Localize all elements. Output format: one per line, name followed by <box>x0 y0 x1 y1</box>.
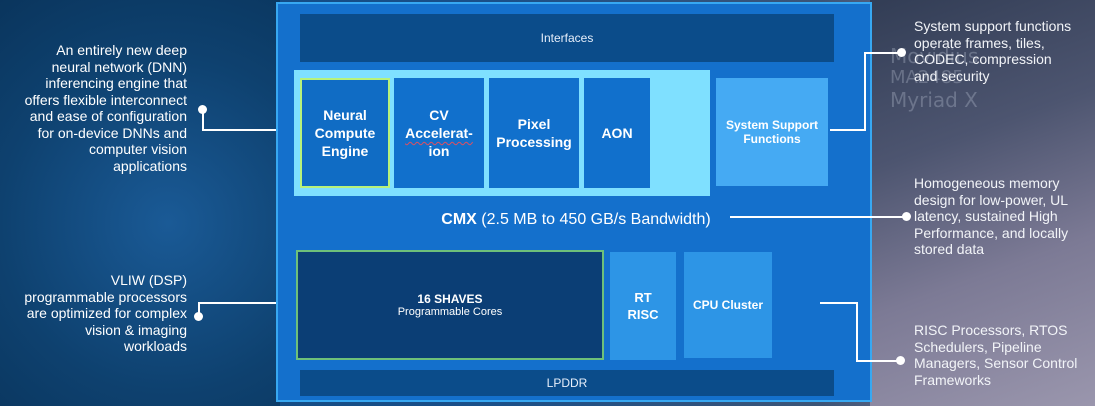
connector-line-nce-h <box>202 129 300 131</box>
chip-marking-model: MA2485 <box>890 67 964 88</box>
cmx-description: (2.5 MB to 450 GB/s Bandwidth) <box>476 211 711 228</box>
annotation-line: computer vision <box>88 141 187 157</box>
cpu-cluster-block: CPU Cluster <box>684 252 772 358</box>
connector-dot-cmx <box>902 212 911 221</box>
annotation-line: Performance, and locally <box>914 224 1069 241</box>
annotation-line: inferencing engine that <box>45 75 187 91</box>
connector-line-cmx <box>730 216 910 218</box>
block-label: Compute <box>314 125 376 141</box>
connector-line-cpu-v <box>856 302 858 362</box>
block-label: CV <box>429 107 449 123</box>
annotation-line: vision & imaging <box>85 321 187 338</box>
chip-block-diagram: Interfaces Neural Compute Engine CV Acce… <box>276 2 872 402</box>
connector-line-cpu-h1 <box>820 302 858 304</box>
annotation-line: stored data <box>914 241 985 257</box>
rt-risc-block: RT RISC <box>610 252 676 360</box>
annotation-line: RISC Processors, RTOS <box>914 322 1068 338</box>
shaves-block: 16 SHAVES Programmable Cores <box>296 250 604 360</box>
block-label: System Support <box>725 118 818 132</box>
connector-line-nce-v <box>202 110 204 131</box>
connector-line-ssf-h2 <box>864 52 904 54</box>
annotation-line: and security <box>914 67 990 84</box>
system-support-functions-block: System Support Functions <box>716 78 828 186</box>
block-label: RT <box>634 290 652 305</box>
block-label: Accelerat- <box>405 125 473 141</box>
annotation-line: Frameworks <box>914 371 992 388</box>
block-label: Processing <box>496 134 572 150</box>
annotation-line: and ease of configuration <box>29 108 187 124</box>
cmx-title: CMX <box>441 211 477 228</box>
cmx-label: CMX (2.5 MB to 450 GB/s Bandwidth) <box>278 208 874 232</box>
annotation-line: workloads <box>123 338 187 354</box>
annotation-line: offers flexible interconnect <box>24 91 187 108</box>
annotation-line: design for low-power, UL <box>914 191 1069 208</box>
interfaces-block: Interfaces <box>300 14 834 62</box>
block-label: Functions <box>743 132 801 146</box>
annotation-line: Managers, Sensor Control <box>914 355 1078 371</box>
connector-line-ssf-v <box>864 52 866 131</box>
connector-line-cpu-h2 <box>856 360 900 362</box>
annotation-cpu: RISC Processors, RTOS Schedulers, Pipeli… <box>914 322 1094 388</box>
shaves-title: 16 SHAVES <box>417 292 483 306</box>
annotation-line: VLIW (DSP) <box>110 272 187 288</box>
lpddr-block: LPDDR <box>300 370 834 396</box>
annotation-line: are optimized for complex <box>26 305 187 321</box>
annotation-line: neural network (DNN) <box>51 58 187 75</box>
annotation-ssf: System support functions operate frames,… <box>914 18 1094 84</box>
connector-dot-nce <box>198 105 207 114</box>
annotation-line: System support functions <box>914 18 1072 34</box>
annotation-line: CODEC, compression <box>914 51 1052 67</box>
annotation-line: for on-device DNNs and <box>37 124 187 141</box>
annotation-line: operate frames, tiles, <box>914 34 1045 51</box>
annotation-cmx: Homogeneous memory design for low-power,… <box>914 175 1094 258</box>
annotation-line: applications <box>113 157 187 174</box>
background-right <box>870 0 1095 406</box>
connector-dot-ssf <box>897 48 906 57</box>
connector-dot-cpu <box>896 356 905 365</box>
chip-marking-brand: Movidius <box>890 44 979 68</box>
block-label: Neural <box>323 107 367 123</box>
connector-line-ssf-h1 <box>830 129 866 131</box>
chip-marking-name: Myriad X <box>890 88 978 112</box>
annotation-shaves: VLIW (DSP) programmable processors are o… <box>0 272 187 355</box>
block-label: Engine <box>321 143 369 159</box>
connector-line-shaves-h <box>198 302 298 304</box>
block-label: ion <box>428 143 450 159</box>
aon-block: AON <box>584 78 650 188</box>
annotation-line: Homogeneous memory <box>914 175 1060 191</box>
background-left <box>0 0 280 406</box>
annotation-line: An entirely new deep <box>56 42 187 58</box>
annotation-line: Schedulers, Pipeline <box>914 338 1042 355</box>
pixel-processing-block: Pixel Processing <box>489 78 579 188</box>
chip-marking: Movidius MA2485 Myriad X <box>890 45 978 111</box>
neural-compute-engine-block: Neural Compute Engine <box>300 78 390 188</box>
annotation-nce: An entirely new deep neural network (DNN… <box>0 42 187 174</box>
block-label: RISC <box>627 307 659 322</box>
annotation-line: programmable processors <box>24 288 187 305</box>
connector-dot-shaves <box>194 312 203 321</box>
annotation-line: latency, sustained High <box>914 208 1058 224</box>
shaves-subtitle: Programmable Cores <box>397 306 503 318</box>
block-label: Pixel <box>517 116 551 132</box>
connector-line-shaves-v <box>198 302 200 316</box>
cv-acceleration-block: CV Accelerat- ion <box>394 78 484 188</box>
